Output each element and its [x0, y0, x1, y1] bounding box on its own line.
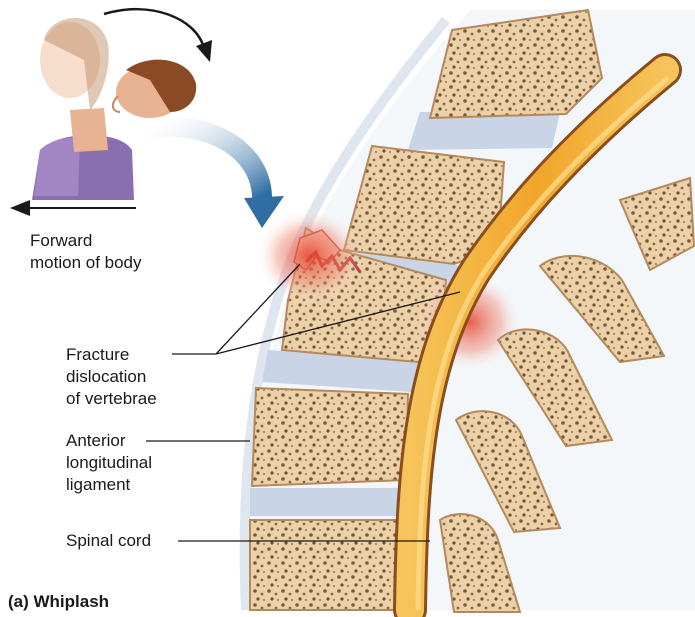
figure-caption: (a) Whiplash — [8, 592, 109, 612]
label-anterior-ligament: Anterior longitudinal ligament — [66, 430, 152, 496]
label-ligament-line-1: Anterior — [66, 430, 152, 452]
label-fracture-dislocation: Fracture dislocation of vertebrae — [66, 344, 157, 410]
person-figure — [32, 18, 196, 200]
label-cord-line-1: Spinal cord — [66, 530, 151, 552]
label-ligament-line-3: ligament — [66, 474, 152, 496]
label-forward-motion: Forward motion of body — [30, 230, 142, 274]
label-ligament-line-2: longitudinal — [66, 452, 152, 474]
head-rotation-arrow — [104, 9, 204, 48]
label-fracture-line-1: Fracture — [66, 344, 157, 366]
forward-motion-arrowhead — [10, 200, 30, 216]
vertebra-1 — [430, 10, 602, 118]
label-fracture-line-2: dislocation — [66, 366, 157, 388]
vertebra-5 — [250, 520, 408, 610]
label-forward-motion-line-2: motion of body — [30, 252, 142, 274]
label-fracture-line-3: of vertebrae — [66, 388, 157, 410]
label-spinal-cord: Spinal cord — [66, 530, 151, 552]
head-rotation-arrowhead — [196, 40, 212, 62]
vertebra-4 — [252, 388, 408, 486]
label-forward-motion-line-1: Forward — [30, 230, 142, 252]
neck-motion-arrow — [150, 127, 262, 196]
injury-glow-anterior — [255, 208, 365, 304]
